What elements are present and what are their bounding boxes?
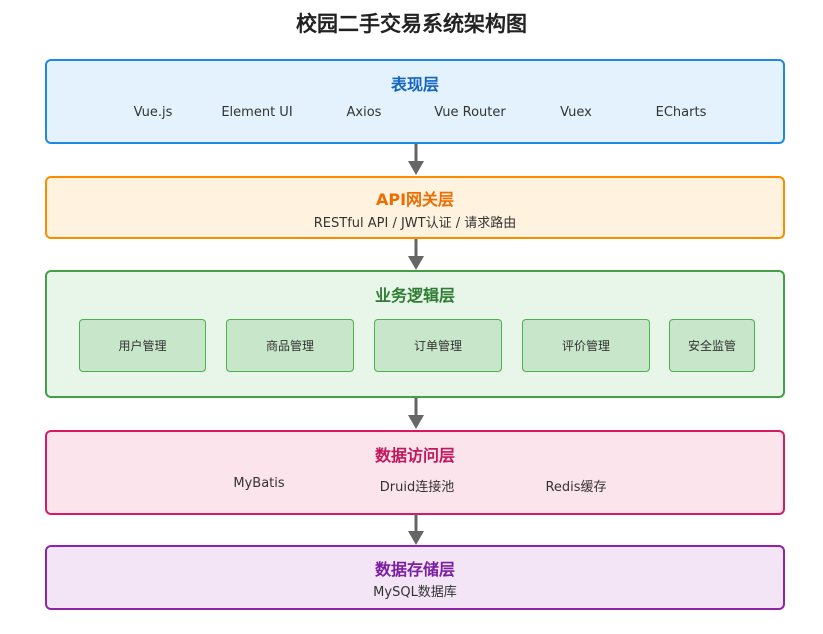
- module-order-management: 订单管理: [374, 319, 502, 372]
- module-security-monitoring: 安全监管: [669, 319, 755, 372]
- data-storage-layer-subtitle: MySQL数据库: [373, 585, 457, 600]
- tech-item: Redis缓存: [545, 480, 607, 495]
- module-user-management: 用户管理: [79, 319, 206, 372]
- data-storage-layer: 数据存储层 MySQL数据库: [45, 545, 785, 610]
- data-access-layer: 数据访问层 MyBatis Druid连接池 Redis缓存: [45, 430, 785, 515]
- down-arrow-icon: [408, 398, 424, 429]
- tech-item: Druid连接池: [379, 480, 455, 495]
- presentation-layer-title: 表现层: [390, 75, 439, 94]
- tech-item: ECharts: [655, 105, 707, 120]
- api-gateway-layer-title: API网关层: [375, 190, 455, 209]
- tech-item: MyBatis: [233, 476, 285, 491]
- down-arrow-icon: [408, 514, 424, 545]
- module-product-management: 商品管理: [226, 319, 354, 372]
- presentation-layer: 表现层 Vue.js Element UI Axios Vue Router V…: [45, 59, 785, 144]
- diagram-title: 校园二手交易系统架构图: [296, 12, 527, 36]
- down-arrow-icon: [408, 239, 424, 270]
- down-arrow-icon: [408, 144, 424, 175]
- tech-item: Axios: [346, 105, 382, 120]
- business-logic-layer-title: 业务逻辑层: [374, 286, 455, 305]
- api-gateway-layer: API网关层 RESTful API / JWT认证 / 请求路由: [45, 176, 785, 239]
- data-access-layer-title: 数据访问层: [374, 446, 455, 465]
- tech-item: Element UI: [221, 105, 293, 120]
- api-gateway-layer-subtitle: RESTful API / JWT认证 / 请求路由: [313, 216, 517, 231]
- tech-item: Vue Router: [434, 105, 506, 120]
- tech-item: Vuex: [560, 105, 592, 120]
- data-storage-layer-title: 数据存储层: [374, 560, 455, 579]
- module-review-management: 评价管理: [522, 319, 650, 372]
- tech-item: Vue.js: [133, 105, 173, 120]
- business-logic-layer: 业务逻辑层 用户管理 商品管理 订单管理 评价管理 安全监管: [45, 270, 785, 398]
